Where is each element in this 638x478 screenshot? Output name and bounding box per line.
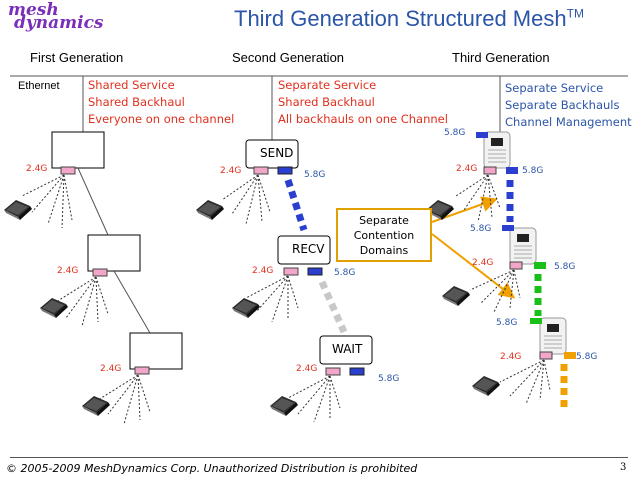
- band-label-58: 5.8G: [522, 166, 544, 176]
- logo-mesh: mesh: [8, 0, 59, 20]
- copyright-footer: © 2005-2009 MeshDynamics Corp. Unauthori…: [6, 462, 418, 475]
- gen1-link: [113, 270, 151, 334]
- column-second-generation: Second Generation: [232, 50, 345, 65]
- callout-line: Domains: [359, 244, 409, 257]
- gen2-radio-24: [283, 267, 299, 276]
- gen3-description: Separate Service Separate Backhauls Chan…: [505, 80, 632, 131]
- contention-callout: Separate Contention Domains: [336, 208, 432, 262]
- footer-rule: [10, 457, 628, 458]
- recv-node-label: RECV: [292, 242, 325, 256]
- gen2-radio-58: [277, 166, 293, 175]
- gen2-backhaul-active: [284, 178, 308, 232]
- title-text: Third Generation Structured Mesh: [234, 6, 567, 31]
- band-label-24: 2.4G: [220, 166, 242, 176]
- band-label-24: 2.4G: [500, 352, 522, 362]
- band-label-24: 2.4G: [26, 164, 48, 174]
- laptop-icon: [196, 200, 224, 220]
- gen1-radio: [134, 366, 150, 375]
- callout-line: Separate: [359, 214, 409, 227]
- gen1-description: Shared Service Shared Backhaul Everyone …: [88, 77, 234, 128]
- gen3-radio-24: [539, 351, 553, 360]
- band-label-24: 2.4G: [472, 258, 494, 268]
- gen3-radio-24: [509, 261, 523, 270]
- ethernet-label: Ethernet: [18, 80, 60, 92]
- gen2-line: All backhauls on one Channel: [278, 112, 448, 126]
- gen3-radio-58: [506, 167, 518, 174]
- gen3-router-3: [539, 317, 567, 355]
- band-label-58: 5.8G: [576, 352, 598, 362]
- gen2-backhaul-idle: [318, 280, 348, 334]
- column-first-generation: First Generation: [30, 50, 124, 65]
- gen3-radio-58: [534, 262, 546, 269]
- page-number: 3: [620, 462, 627, 473]
- laptop-icon: [232, 298, 260, 318]
- band-label-58: 5.8G: [444, 128, 466, 138]
- gen3-radio-uplink: [502, 225, 514, 231]
- laptop-icon: [82, 396, 110, 416]
- gen2-radio-24: [325, 367, 341, 376]
- gen2-line: Shared Backhaul: [278, 95, 375, 109]
- band-label-24: 2.4G: [456, 164, 478, 174]
- band-label-58: 5.8G: [334, 268, 356, 278]
- gen1-link: [77, 167, 109, 236]
- gen1-line: Shared Service: [88, 78, 175, 92]
- band-label-24: 2.4G: [100, 364, 122, 374]
- gen3-router-2: [509, 227, 537, 265]
- band-label-58: 5.8G: [304, 170, 326, 180]
- gen3-radio-uplink: [476, 132, 488, 138]
- laptop-icon: [472, 376, 500, 396]
- column-third-generation: Third Generation: [452, 50, 550, 65]
- recv-node: [277, 235, 331, 265]
- wait-node: [319, 335, 373, 365]
- slide-title: Third Generation Structured MeshTM: [234, 6, 584, 32]
- gen2-radio-58: [349, 367, 365, 376]
- gen1-node-1: [51, 131, 105, 169]
- laptop-icon: [4, 200, 32, 220]
- client-links: [21, 174, 551, 425]
- gen3-radio-24: [483, 166, 497, 175]
- band-label-58: 5.8G: [378, 374, 400, 384]
- gen1-radio: [92, 268, 108, 277]
- band-label-58: 5.8G: [496, 318, 518, 328]
- logo-dynamics: dynamics: [14, 13, 104, 33]
- gen1-node-3: [129, 332, 183, 370]
- gen2-radio-24: [253, 166, 269, 175]
- band-label-24: 2.4G: [252, 266, 274, 276]
- gen1-line: Everyone on one channel: [88, 112, 235, 126]
- laptop-icon: [442, 286, 470, 306]
- gen2-description: Separate Service Shared Backhaul All bac…: [278, 77, 448, 128]
- gen2-radio-58: [307, 267, 323, 276]
- wait-node-label: WAIT: [332, 342, 363, 356]
- gen3-line: Separate Service: [505, 81, 604, 95]
- gen3-radio-58: [564, 352, 576, 359]
- gen3-line: Separate Backhauls: [505, 98, 620, 112]
- band-label-24: 2.4G: [296, 364, 318, 374]
- band-label-24: 2.4G: [57, 266, 79, 276]
- send-node-label: SEND: [260, 146, 294, 160]
- title-trademark: TM: [566, 6, 584, 21]
- gen2-line: Separate Service: [278, 78, 377, 92]
- gen3-radio-uplink: [530, 318, 542, 324]
- send-node: [245, 139, 299, 169]
- laptop-icon: [270, 396, 298, 416]
- gen1-node-2: [87, 234, 141, 272]
- band-label-58: 5.8G: [470, 224, 492, 234]
- gen1-line: Shared Backhaul: [88, 95, 185, 109]
- callout-line: Contention: [353, 229, 415, 242]
- gen1-radio: [60, 166, 76, 175]
- band-label-58: 5.8G: [554, 262, 576, 272]
- laptop-icon: [40, 298, 68, 318]
- gen3-line: Channel Management: [505, 115, 632, 129]
